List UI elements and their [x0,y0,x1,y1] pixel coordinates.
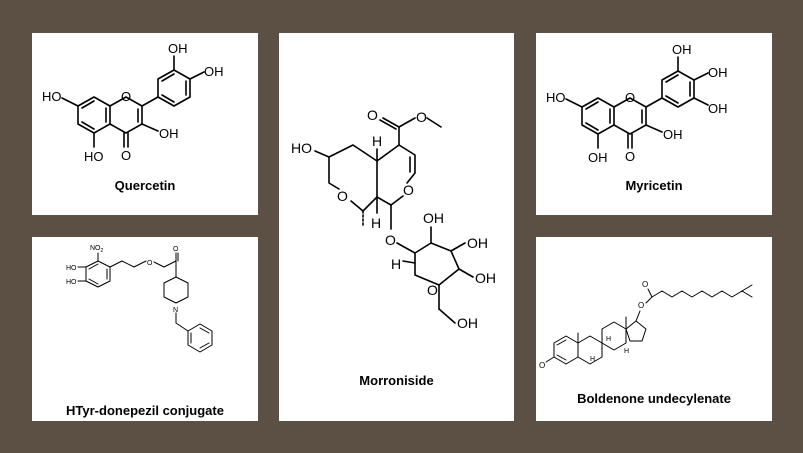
boldenone-panel: O H H H O O Boldenone undecylenate [536,237,772,421]
myricetin-oh-7: HO [546,90,566,105]
myricetin-oh-5prime: OH [708,101,728,116]
myricetin-oh-3: OH [663,127,683,142]
morroniside-ring-o2: O [337,188,348,204]
morroniside-ester-o2: O [416,109,427,125]
quercetin-ring-o: O [121,89,131,104]
htyr-no2: NO2 [90,245,104,254]
myricetin-panel: OH OH OH O HO OH OH O Myricetin [536,33,772,215]
boldenone-structure: O H H H O O [539,280,753,370]
quercetin-oh-3: OH [159,126,179,141]
quercetin-name: Quercetin [114,178,176,193]
morroniside-sugar-ring-o: O [427,282,438,298]
morroniside-oh-4: OH [457,315,478,331]
quercetin-oh-4prime: OH [204,64,224,79]
morroniside-h-top: H [372,133,382,149]
morroniside-glycosidic-o: O [385,232,396,248]
morroniside-ho: HO [291,140,312,156]
boldenone-keto-o: O [539,361,545,370]
htyr-ester-o1: O [147,260,153,267]
quercetin-oh-5: HO [84,149,104,164]
htyr-ho-1: HO [66,265,77,272]
quercetin-panel: OH OH O HO OH HO O Quercetin [32,33,258,215]
morroniside-ester-o1: O [367,107,378,123]
morroniside-oh-1: OH [423,210,444,226]
morroniside-ring-o1: O [403,182,414,198]
morroniside-h-mid: H [371,215,381,231]
boldenone-h1: H [590,356,595,363]
myricetin-name: Myricetin [625,178,683,193]
htyr-nitrogen: N [173,307,178,314]
myricetin-carbonyl-o: O [625,149,635,164]
myricetin-ring-o: O [625,90,635,105]
boldenone-name: Boldenone undecylenate [577,391,731,406]
morroniside-structure: O O O H O HO H O H O OH OH OH [291,107,496,331]
htyr-donepezil-structure: NO2 HO HO O O N [66,245,213,353]
myricetin-structure: OH OH OH O HO OH OH O [546,42,728,165]
morroniside-oh-2: OH [467,235,488,251]
boldenone-ester-o2: O [642,280,648,289]
morroniside-panel: O O O H O HO H O H O OH OH OH [279,33,514,421]
myricetin-oh-5: OH [588,150,608,165]
morroniside-h-anomeric: H [391,256,401,272]
boldenone-h3: H [624,348,629,355]
myricetin-oh-3prime: OH [672,42,692,57]
morroniside-oh-3: OH [475,270,496,286]
quercetin-oh-3prime: OH [168,41,188,56]
quercetin-oh-7: HO [42,89,62,104]
boldenone-h2: H [606,336,611,343]
quercetin-structure: OH OH O HO OH HO O [42,41,224,164]
htyr-donepezil-name: HTyr-donepezil conjugate [66,403,224,418]
morroniside-name: Morroniside [359,373,434,388]
htyr-donepezil-panel: NO2 HO HO O O N HTyr-donepezil conjugate [32,237,258,421]
myricetin-oh-4prime: OH [708,65,728,80]
htyr-ester-o2: O [173,246,179,253]
boldenone-ester-o1: O [638,301,644,310]
htyr-ho-2: HO [66,279,77,286]
quercetin-carbonyl-o: O [121,148,131,163]
